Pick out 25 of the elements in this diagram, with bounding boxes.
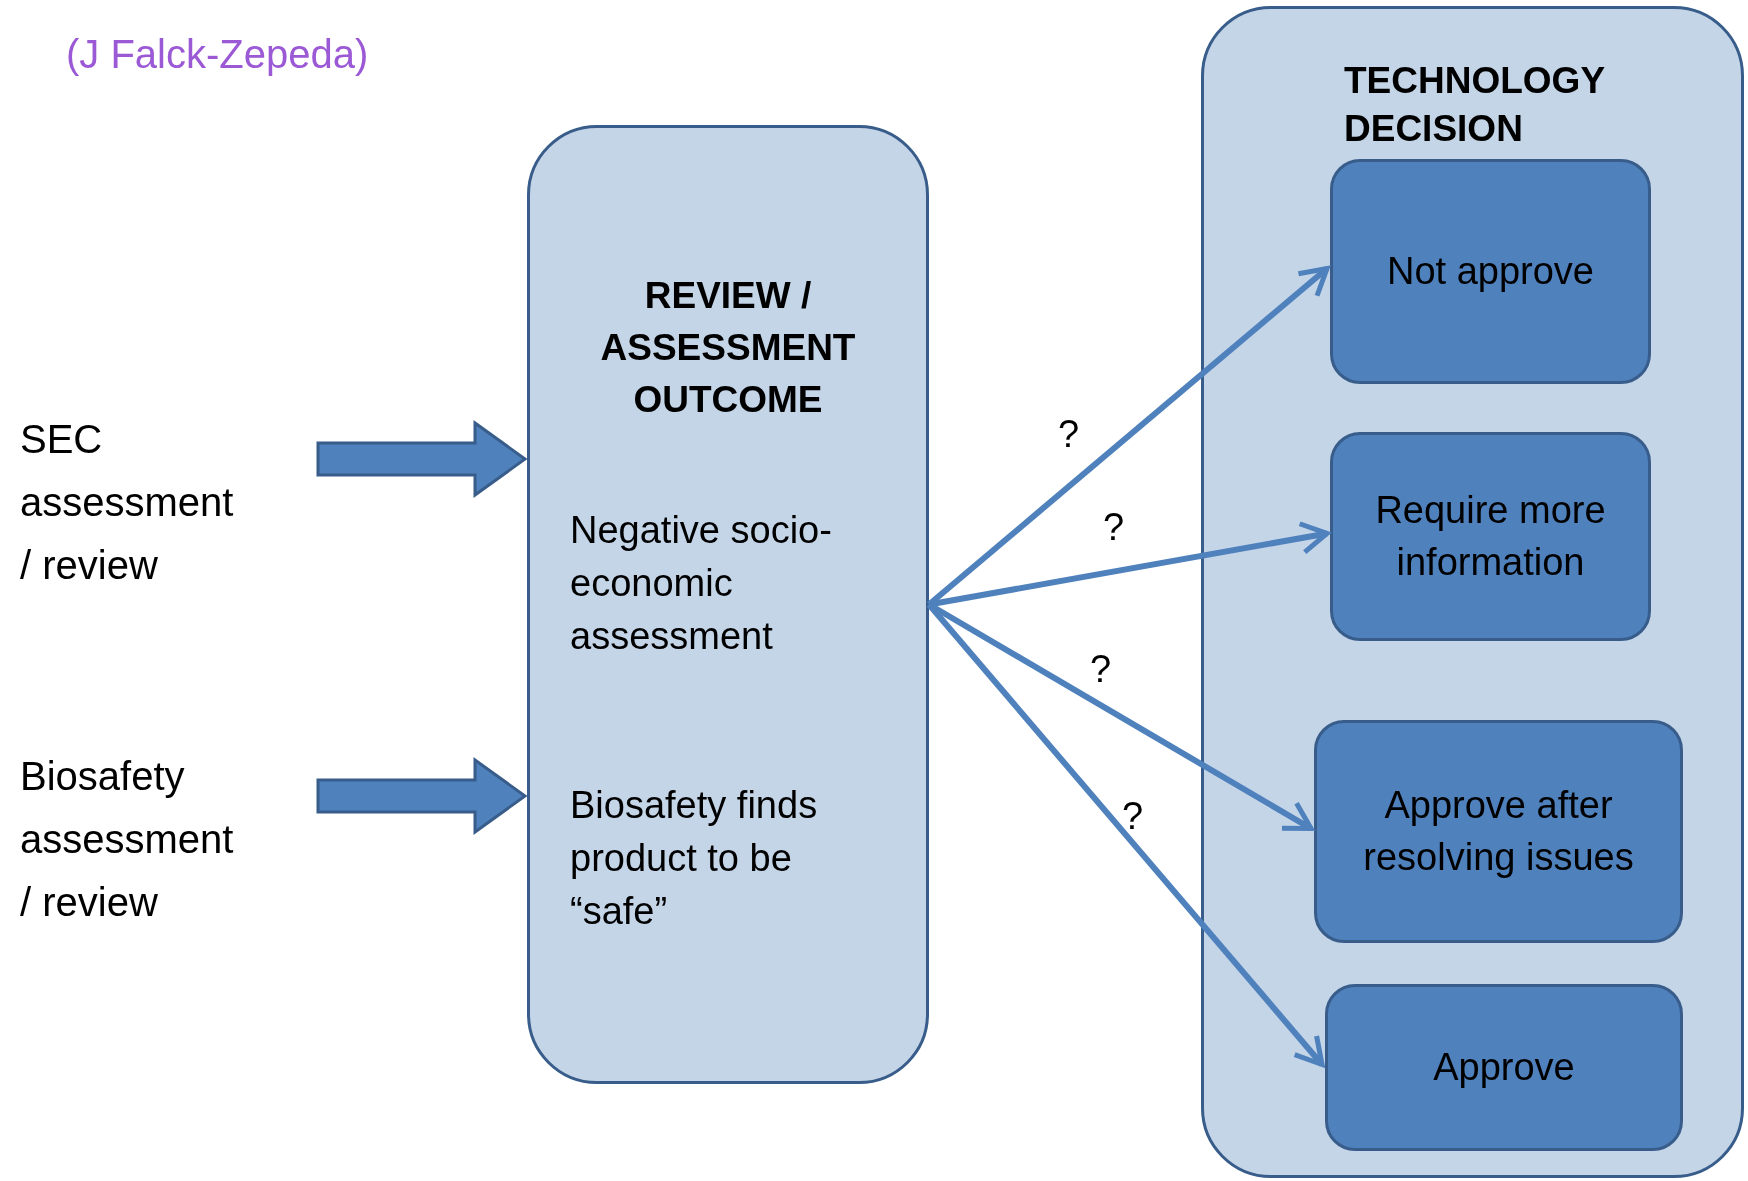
decision-text: Require more information — [1374, 488, 1607, 585]
edge-label: ? — [1122, 797, 1144, 835]
decision-text: Approve after resolving issues — [1362, 783, 1635, 880]
edge-label: ? — [1090, 650, 1112, 688]
section-heading: REVIEW / ASSESSMENT OUTCOME — [599, 274, 857, 422]
decision-text: Not approve — [1387, 248, 1594, 294]
decision-box — [1330, 432, 1651, 641]
decision-box — [1314, 720, 1683, 943]
decision-box — [1330, 159, 1651, 384]
input-label: SEC assessment / review — [20, 416, 235, 590]
rounded-panel — [1201, 6, 1744, 1178]
rounded-panel — [527, 125, 929, 1084]
arrow — [926, 602, 1325, 1067]
arrow — [927, 266, 1330, 607]
edge-label: ? — [1103, 508, 1125, 546]
attribution-note: (J Falck-Zepeda) — [66, 31, 369, 78]
section-heading: TECHNOLOGY DECISION — [1344, 59, 1606, 152]
outcome-text: Biosafety finds product to be “safe” — [570, 783, 819, 935]
input-label: Biosafety assessment / review — [20, 753, 235, 927]
block-arrow — [316, 757, 528, 835]
block-arrow — [316, 420, 528, 498]
edge-label: ? — [1058, 415, 1080, 453]
decision-box — [1325, 984, 1683, 1151]
outcome-text: Negative socio-economic assessment — [570, 508, 833, 660]
decision-text: Approve — [1433, 1044, 1575, 1090]
